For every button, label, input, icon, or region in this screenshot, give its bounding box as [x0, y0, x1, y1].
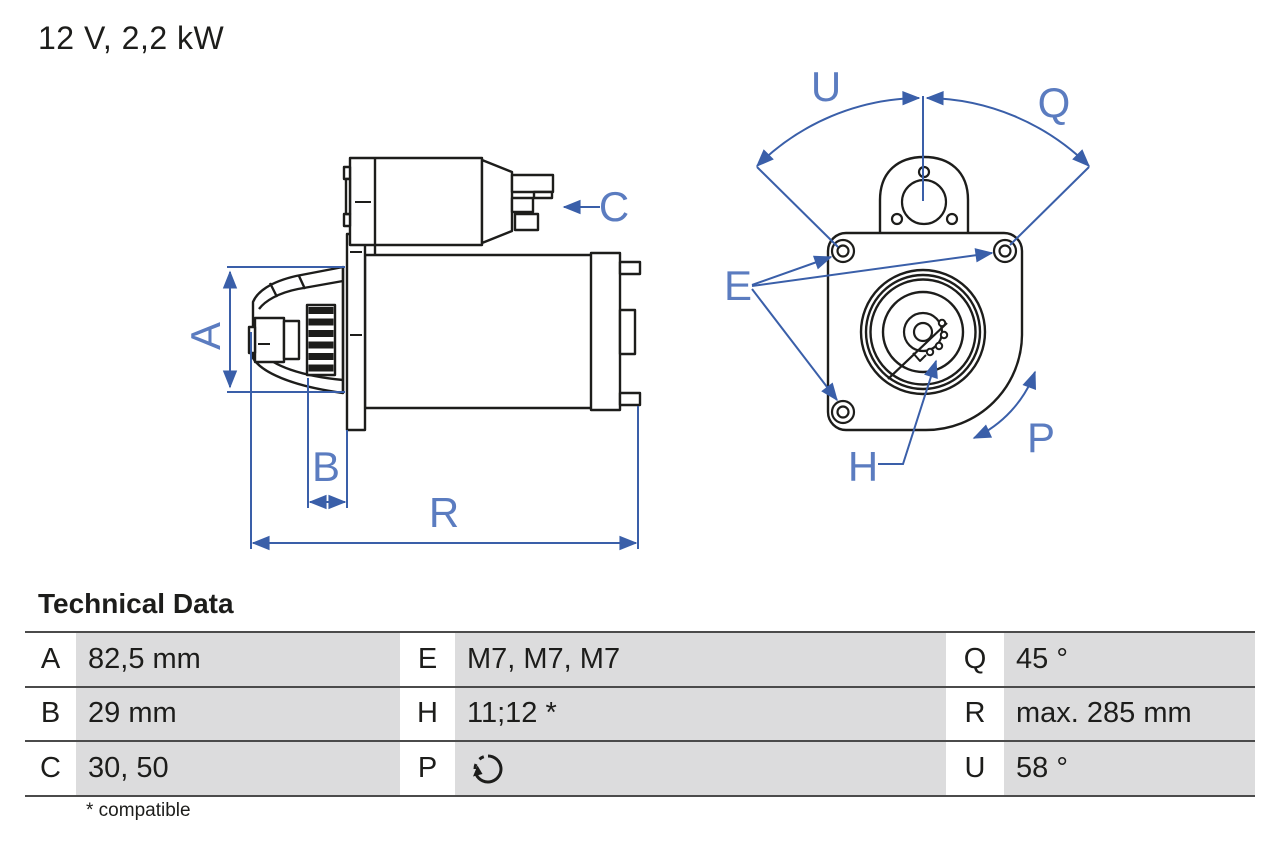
- spec-key-H: H: [400, 687, 455, 741]
- spec-value-E: M7, M7, M7: [455, 633, 946, 686]
- spec-key-E: E: [400, 633, 455, 686]
- label-P: P: [1027, 414, 1055, 461]
- solenoid: [348, 156, 484, 247]
- spec-key-P: P: [400, 742, 455, 795]
- table-row: B 29 mm H 11;12 * R max. 285 mm: [25, 687, 1255, 743]
- label-C: C: [599, 183, 629, 230]
- side-view-dimensions: [222, 199, 639, 551]
- side-view-labels: A B R C: [182, 183, 629, 536]
- spec-value-Q: 45 °: [1004, 633, 1255, 686]
- spec-value-B: 29 mm: [76, 687, 400, 741]
- page-title: 12 V, 2,2 kW: [38, 20, 225, 56]
- technical-data-table: A 82,5 mm E M7, M7, M7 Q 45 ° B 29 mm H …: [25, 631, 1255, 797]
- spec-key-R: R: [946, 687, 1004, 741]
- rotation-arc-P: [972, 370, 1036, 439]
- spec-key-B: B: [25, 687, 76, 741]
- spec-value-A: 82,5 mm: [76, 633, 400, 686]
- rotation-direction-icon: [473, 754, 503, 784]
- shaft-block: [253, 316, 286, 364]
- bearing-rings: [859, 268, 987, 396]
- spec-value-C: 30, 50: [76, 742, 400, 795]
- spec-key-A: A: [25, 633, 76, 686]
- pinion-gear: [305, 303, 337, 377]
- label-U: U: [811, 63, 841, 110]
- mounting-flange: [345, 232, 367, 432]
- spec-value-U: 58 °: [1004, 742, 1255, 795]
- label-E: E: [724, 262, 752, 309]
- starter-motor-front-view: [826, 155, 1024, 432]
- angle-arc-U: [755, 91, 921, 168]
- label-Q: Q: [1038, 79, 1071, 126]
- front-view-dimensions: [751, 91, 1091, 465]
- table-row: C 30, 50 P U 58 °: [25, 742, 1255, 797]
- label-B: B: [312, 443, 340, 490]
- technical-drawing: A B R C: [182, 63, 1091, 551]
- solenoid-terminals: [510, 173, 555, 232]
- spec-key-U: U: [946, 742, 1004, 795]
- bolt-holes: [830, 238, 1018, 425]
- angle-arc-Q: [925, 91, 1091, 168]
- pointer-H: [878, 359, 938, 465]
- label-A: A: [182, 322, 229, 350]
- front-view-labels: U Q E H P: [724, 63, 1070, 490]
- spec-value-P: [455, 742, 946, 795]
- table-footnote: * compatible: [86, 800, 191, 821]
- technical-data-heading: Technical Data: [38, 588, 234, 619]
- starter-motor-side-view: [247, 156, 642, 432]
- motor-body: [363, 253, 594, 410]
- spec-key-C: C: [25, 742, 76, 795]
- end-plate: [589, 251, 622, 412]
- spec-key-Q: Q: [946, 633, 1004, 686]
- shaft-gear: [887, 311, 949, 380]
- label-R: R: [429, 489, 459, 536]
- label-H: H: [848, 443, 878, 490]
- spec-value-R: max. 285 mm: [1004, 687, 1255, 741]
- spec-value-H: 11;12 *: [455, 687, 946, 741]
- table-row: A 82,5 mm E M7, M7, M7 Q 45 °: [25, 633, 1255, 688]
